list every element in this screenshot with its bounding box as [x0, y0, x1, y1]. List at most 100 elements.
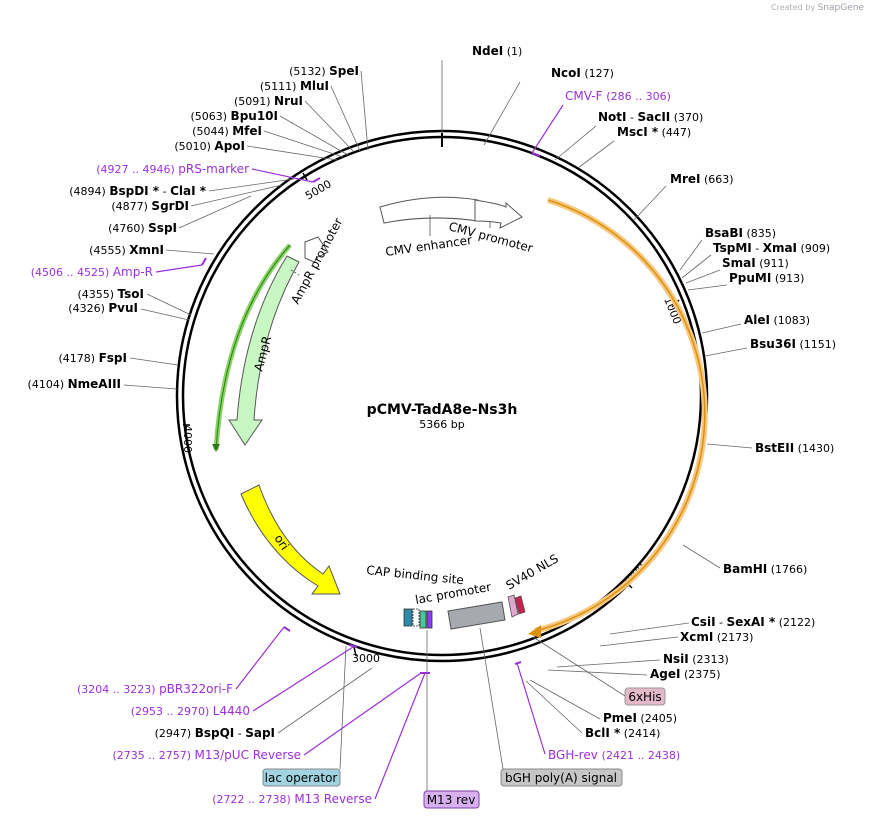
site-name: NmeAIII	[68, 377, 121, 391]
site-name: SapI	[245, 726, 275, 740]
primer-name: pRS-marker	[178, 162, 249, 176]
restriction-site-label: (4894) BspDI * - ClaI *	[69, 184, 206, 198]
site-leader-line	[547, 669, 648, 676]
site-leader-line	[633, 185, 667, 221]
site-name: NsiI	[663, 652, 689, 666]
site-name: Bsu36I	[750, 337, 796, 351]
restriction-site-label: NsiI (2313)	[663, 652, 729, 666]
site-position: (663)	[700, 173, 733, 186]
site-leader-line	[123, 384, 178, 390]
site-name: BsaBI	[705, 226, 743, 240]
site-leader-line	[165, 249, 215, 255]
plasmid-length: 5366 bp	[419, 418, 464, 431]
site-leader-line	[701, 323, 742, 334]
site-position: -	[752, 242, 763, 255]
site-name: MfeI	[232, 124, 262, 138]
site-position: (5044)	[192, 125, 232, 138]
primer-name: M13 Reverse	[294, 792, 372, 806]
primer-range: (2953 .. 2970)	[131, 705, 213, 718]
restriction-site-label: NcoI (127)	[551, 66, 614, 80]
primer-leader-line	[235, 626, 285, 690]
primer-name: BGH-rev	[548, 748, 602, 762]
tick-3000	[353, 646, 357, 657]
site-leader-line	[679, 239, 703, 271]
site-position: (913)	[771, 272, 804, 285]
site-position: (2173)	[713, 631, 753, 644]
site-position: (1430)	[794, 442, 834, 455]
site-name: XmaI	[763, 241, 797, 255]
cmv-features: CMV enhancer CMV promoter	[379, 196, 534, 259]
site-position: (1)	[503, 45, 522, 58]
primer-range: (4506 .. 4525)	[31, 266, 113, 279]
site-position: (1083)	[770, 314, 810, 327]
primer-leader-line	[516, 662, 546, 755]
restriction-site-label: BamHI (1766)	[723, 562, 807, 576]
primer-range: (4927 .. 4946)	[96, 163, 178, 176]
site-name: BspQI	[195, 726, 235, 740]
restriction-site-label: (2947) BspQI - SapI	[155, 726, 275, 740]
restriction-site-label: NdeI (1)	[472, 44, 522, 58]
primer-range: (2722 .. 2738)	[212, 793, 294, 806]
restriction-site-label: CsiI - SexAI * (2122)	[691, 615, 815, 629]
site-position: (4355)	[77, 288, 117, 301]
site-name: SacII	[637, 110, 670, 124]
site-name: TspMI	[713, 241, 752, 255]
site-position: (4894)	[69, 185, 109, 198]
site-name: PmeI	[603, 711, 637, 725]
primer-label: BGH-rev (2421 .. 2438)	[548, 748, 680, 762]
tick-label-3000: 3000	[352, 652, 380, 665]
primer-leader-line	[531, 104, 564, 154]
primer-label: (4506 .. 4525) Amp-R	[31, 265, 153, 279]
restriction-site-label: NotI - SacII (370)	[598, 110, 703, 124]
site-position: (2947)	[155, 727, 195, 740]
restriction-site-label: BsaBI (835)	[705, 226, 776, 240]
primer-range: (286 .. 306)	[606, 90, 671, 103]
primer-marks	[201, 152, 541, 674]
primer-label: (2722 .. 2738) M13 Reverse	[212, 792, 372, 806]
site-position: -	[627, 111, 638, 124]
site-name: SspI	[148, 221, 177, 235]
site-position: (4760)	[108, 222, 148, 235]
restriction-site-label: Bsu36I (1151)	[750, 337, 836, 351]
restriction-site-label: (5111) MluI	[260, 79, 329, 93]
snapgene-logo: SnapGene	[817, 3, 864, 13]
site-leader-line	[682, 544, 721, 569]
primer-name: M13/pUC Reverse	[195, 748, 302, 762]
site-leader-line	[529, 679, 601, 720]
site-leader-line	[263, 130, 344, 158]
site-position: (4877)	[111, 200, 151, 213]
snapgene-credit: Created by SnapGene	[771, 3, 864, 13]
site-name: NdeI	[472, 44, 503, 58]
site-leader-line	[483, 81, 521, 146]
primer-label: (2735 .. 2757) M13/pUC Reverse	[112, 748, 301, 762]
primer-leader-line	[155, 264, 203, 273]
lac-operator-label: lac operator	[265, 771, 338, 785]
site-leader-line	[146, 293, 192, 316]
bgh-polya-label: bGH poly(A) signal	[505, 771, 617, 785]
site-leader-line	[681, 254, 712, 279]
his-tag-label: 6xHis	[628, 690, 661, 704]
restriction-site-label: (4178) FspI	[59, 351, 127, 365]
restriction-site-label: PpuMI (913)	[729, 271, 804, 285]
primer-leader-line	[374, 672, 426, 800]
site-leader-line	[706, 443, 753, 449]
site-position: (5010)	[174, 140, 214, 153]
site-leader-line	[554, 125, 597, 161]
site-leader-line	[687, 284, 728, 291]
site-leader-line	[556, 659, 661, 668]
primer-range: (3204 .. 3223)	[77, 683, 159, 696]
restriction-site-label: (5091) NruI	[234, 94, 303, 108]
site-name: FspI	[99, 351, 127, 365]
site-name: PpuMI	[729, 271, 771, 285]
site-position: (1151)	[796, 338, 836, 351]
restriction-site-label: (5063) Bpu10I	[190, 109, 278, 123]
site-leader-line	[330, 85, 361, 152]
site-position: (2122)	[775, 616, 815, 629]
restriction-site-label: (5010) ApoI	[174, 139, 245, 153]
primer-label: CMV-F (286 .. 306)	[565, 89, 671, 103]
site-name: NcoI	[551, 66, 581, 80]
primer-leader-line	[252, 646, 354, 712]
site-name: XcmI	[680, 630, 713, 644]
primer-name: L4440	[213, 704, 250, 718]
